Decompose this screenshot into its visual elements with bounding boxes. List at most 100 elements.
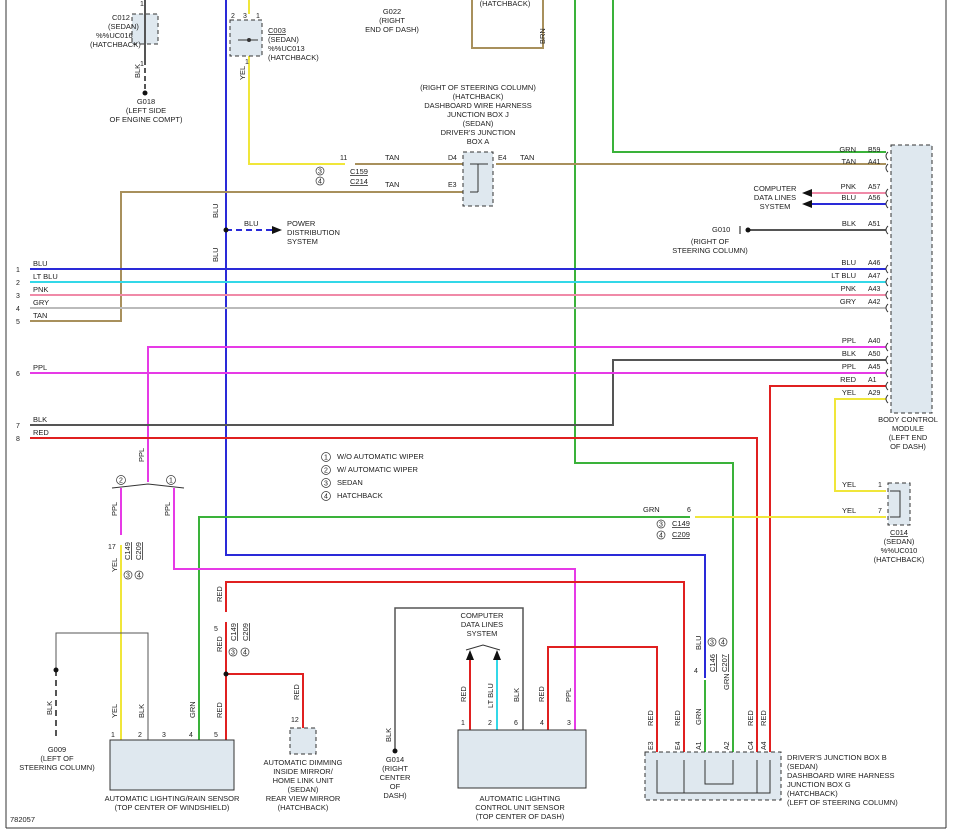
wire-brn-top [471, 0, 544, 49]
left-wire-number: 7 [16, 423, 20, 430]
svg-text:YEL: YEL [842, 506, 856, 515]
svg-text:A2: A2 [724, 741, 731, 750]
svg-text:TAN: TAN [520, 153, 534, 162]
bcm-pin-terminal [885, 381, 889, 391]
g014-ground: BLK G014 (RIGHT CENTER OF DASH) [380, 728, 411, 800]
svg-text:C209: C209 [672, 530, 690, 539]
svg-text:(HATCHBACK): (HATCHBACK) [874, 555, 925, 564]
svg-text:C207: C207 [720, 654, 729, 672]
svg-text:GRN: GRN [722, 673, 731, 690]
left-wire-name: PPL [33, 363, 47, 372]
bcm-wire-label: BLK [842, 349, 856, 358]
svg-text:GRN: GRN [643, 505, 660, 514]
svg-text:(TOP CENTER OF WINDSHIELD): (TOP CENTER OF WINDSHIELD) [115, 803, 230, 812]
svg-text:(HATCHBACK): (HATCHBACK) [268, 53, 319, 62]
svg-text:LT BLU: LT BLU [486, 683, 495, 708]
svg-text:GRN: GRN [188, 701, 197, 718]
svg-text:3: 3 [659, 522, 663, 529]
svg-text:4: 4 [324, 494, 328, 501]
wire-ppl-branch-right [173, 488, 576, 740]
svg-text:STEERING COLUMN): STEERING COLUMN) [19, 763, 95, 772]
brn-label: BRN [538, 28, 547, 44]
svg-text:AUTOMATIC LIGHTING/RAIN SENSOR: AUTOMATIC LIGHTING/RAIN SENSOR [105, 794, 240, 803]
power-distribution-label: POWER DISTRIBUTION SYSTEM [287, 219, 340, 246]
svg-text:DATA LINES: DATA LINES [461, 620, 503, 629]
left-wire-name: BLU [33, 259, 48, 268]
svg-text:AUTOMATIC LIGHTING: AUTOMATIC LIGHTING [480, 794, 561, 803]
svg-text:G010: G010 [712, 225, 730, 234]
svg-text:2: 2 [138, 732, 142, 739]
bcm-pin-label: A41 [868, 159, 881, 166]
svg-text:JUNCTION BOX J: JUNCTION BOX J [447, 110, 509, 119]
bcm-pin-terminal [885, 199, 889, 209]
svg-text:(HATCHBACK): (HATCHBACK) [90, 40, 141, 49]
bcm-pin-terminal [885, 188, 889, 198]
svg-text:(TOP CENTER OF DASH): (TOP CENTER OF DASH) [476, 812, 565, 821]
ppl-split: PPL 2 1 PPL PPL 17 YEL C149 C209 3 4 [108, 448, 185, 580]
svg-text:(SEDAN): (SEDAN) [108, 22, 139, 31]
lighting-control-unit: COMPUTER DATA LINES SYSTEM 1 2 6 4 3 RED… [457, 611, 587, 821]
svg-text:3: 3 [318, 169, 322, 176]
svg-text:SYSTEM: SYSTEM [760, 202, 791, 211]
wire-grn-mid [574, 0, 734, 752]
left-wire-number: 4 [16, 306, 20, 313]
c012-label: C012 [112, 13, 130, 22]
svg-text:2: 2 [119, 478, 123, 485]
svg-text:(HATCHBACK): (HATCHBACK) [453, 92, 504, 101]
svg-text:BLU: BLU [211, 247, 220, 262]
bcm-pin-label: A1 [868, 377, 877, 384]
bcm-wire-label: PNK [841, 182, 856, 191]
svg-text:3: 3 [567, 720, 571, 727]
svg-text:G009: G009 [48, 745, 66, 754]
svg-text:BODY CONTROL: BODY CONTROL [878, 415, 938, 424]
svg-text:3: 3 [710, 640, 714, 647]
svg-text:17: 17 [108, 544, 116, 551]
c003-label: C003 [268, 26, 286, 35]
svg-text:4: 4 [659, 533, 663, 540]
left-wire-number: 2 [16, 280, 20, 287]
svg-text:(HATCHBACK): (HATCHBACK) [278, 803, 329, 812]
bcm-pin-terminal [885, 277, 889, 287]
mirror-unit: RED 12 AUTOMATIC DIMMING INSIDE MIRROR/ … [264, 684, 343, 812]
c159-label: C159 [350, 167, 368, 176]
svg-text:4: 4 [243, 650, 247, 657]
svg-text:PPL: PPL [564, 688, 573, 702]
svg-text:(RIGHT: (RIGHT [379, 16, 405, 25]
bcm-wire-label: BLK [842, 219, 856, 228]
left-wire-number: 6 [16, 371, 20, 378]
svg-text:4: 4 [189, 732, 193, 739]
rain-sensor: 1 2 3 4 5 YEL BLK GRN RED AUTOMATIC LIGH… [105, 701, 240, 812]
bcm-wire-label: PNK [841, 284, 856, 293]
wire-yel-a29 [834, 398, 886, 492]
svg-text:POWER: POWER [287, 219, 316, 228]
svg-text:(LEFT END: (LEFT END [889, 433, 928, 442]
svg-text:HOME LINK UNIT: HOME LINK UNIT [273, 776, 334, 785]
svg-text:BLK: BLK [45, 701, 54, 715]
svg-text:3: 3 [126, 573, 130, 580]
left-wire-number: 5 [16, 319, 20, 326]
bcm-wire-label: GRN [839, 145, 856, 154]
svg-text:1: 1 [256, 13, 260, 20]
bcm-pin-terminal [885, 355, 889, 365]
wire-blk-a50 [30, 359, 886, 426]
svg-text:SYSTEM: SYSTEM [287, 237, 318, 246]
svg-text:RED: RED [215, 586, 224, 602]
left-wire-number: 1 [16, 267, 20, 274]
svg-text:COMPUTER: COMPUTER [754, 184, 798, 193]
c149-grn-connector: GRN 6 C149 C209 3 4 [643, 505, 691, 540]
bcm-wire-label: TAN [842, 157, 856, 166]
bcm-pin-label: A29 [868, 390, 881, 397]
wire-red-lcu4 [547, 646, 658, 752]
svg-text:RED: RED [459, 686, 468, 702]
c146-connector: BLU 4 C146 C207 3 4 GRN GRN [694, 635, 731, 725]
svg-text:3: 3 [231, 650, 235, 657]
svg-text:D4: D4 [448, 155, 457, 162]
svg-text:C014: C014 [890, 528, 908, 537]
svg-text:OF: OF [390, 782, 401, 791]
svg-text:G014: G014 [386, 755, 404, 764]
svg-text:COMPUTER: COMPUTER [461, 611, 505, 620]
c014-connector: YEL YEL 1 7 C014 (SEDAN) %%UC010 (HATCHB… [842, 480, 925, 564]
svg-text:RED: RED [292, 684, 301, 700]
